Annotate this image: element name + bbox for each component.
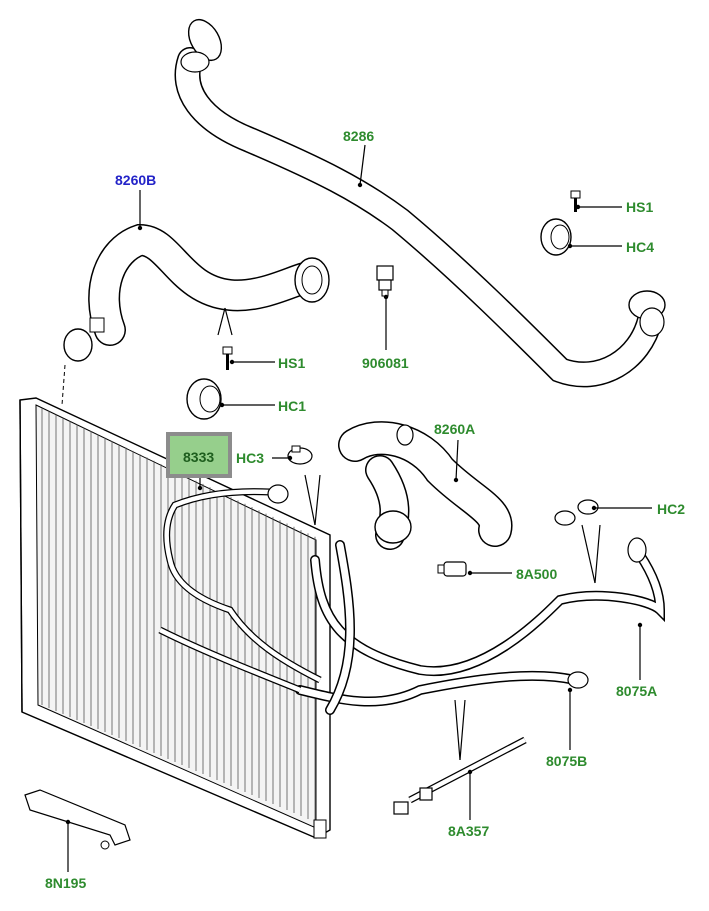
bolt-hs1-top[interactable] [570, 190, 581, 212]
label-hs1-mid[interactable]: HS1 [278, 355, 306, 371]
clip-hc2[interactable] [554, 499, 599, 526]
label-8n195[interactable]: 8N195 [45, 875, 87, 891]
label-8075a[interactable]: 8075A [616, 683, 658, 699]
leader-lines [61, 144, 652, 872]
label-hc1[interactable]: HC1 [278, 398, 307, 414]
label-8333[interactable]: 8333 [183, 449, 215, 465]
label-906081[interactable]: 906081 [362, 355, 409, 371]
label-8a357[interactable]: 8A357 [448, 823, 490, 839]
label-hc2[interactable]: HC2 [657, 501, 686, 517]
label-8a500[interactable]: 8A500 [516, 566, 558, 582]
tie-8a357[interactable] [393, 736, 527, 815]
radiator[interactable] [19, 397, 331, 839]
hose-8075b[interactable] [295, 540, 589, 715]
hose-8260b[interactable] [63, 223, 330, 362]
label-8286[interactable]: 8286 [343, 128, 375, 144]
label-8260a[interactable]: 8260A [434, 421, 476, 437]
bolt-hs1-mid[interactable] [222, 346, 233, 370]
label-hc4[interactable]: HC4 [626, 239, 655, 255]
clip-hc4[interactable] [540, 218, 572, 256]
sensor-906081[interactable] [376, 265, 394, 297]
pipe-8333[interactable] [158, 484, 322, 694]
clip-hc1[interactable] [186, 378, 222, 420]
hose-8075a[interactable] [310, 537, 666, 677]
hose-8286[interactable] [174, 14, 666, 388]
clip-hc3[interactable] [287, 445, 313, 465]
valve-8a500[interactable] [437, 561, 467, 577]
highlight-8333[interactable]: 8333 [166, 432, 232, 478]
bracket-8n195[interactable] [24, 789, 131, 850]
label-hc3[interactable]: HC3 [236, 450, 265, 466]
label-8075b[interactable]: 8075B [546, 753, 588, 769]
label-hs1-top[interactable]: HS1 [626, 199, 654, 215]
label-8260b[interactable]: 8260B [115, 172, 157, 188]
hose-8260a[interactable] [338, 421, 513, 550]
